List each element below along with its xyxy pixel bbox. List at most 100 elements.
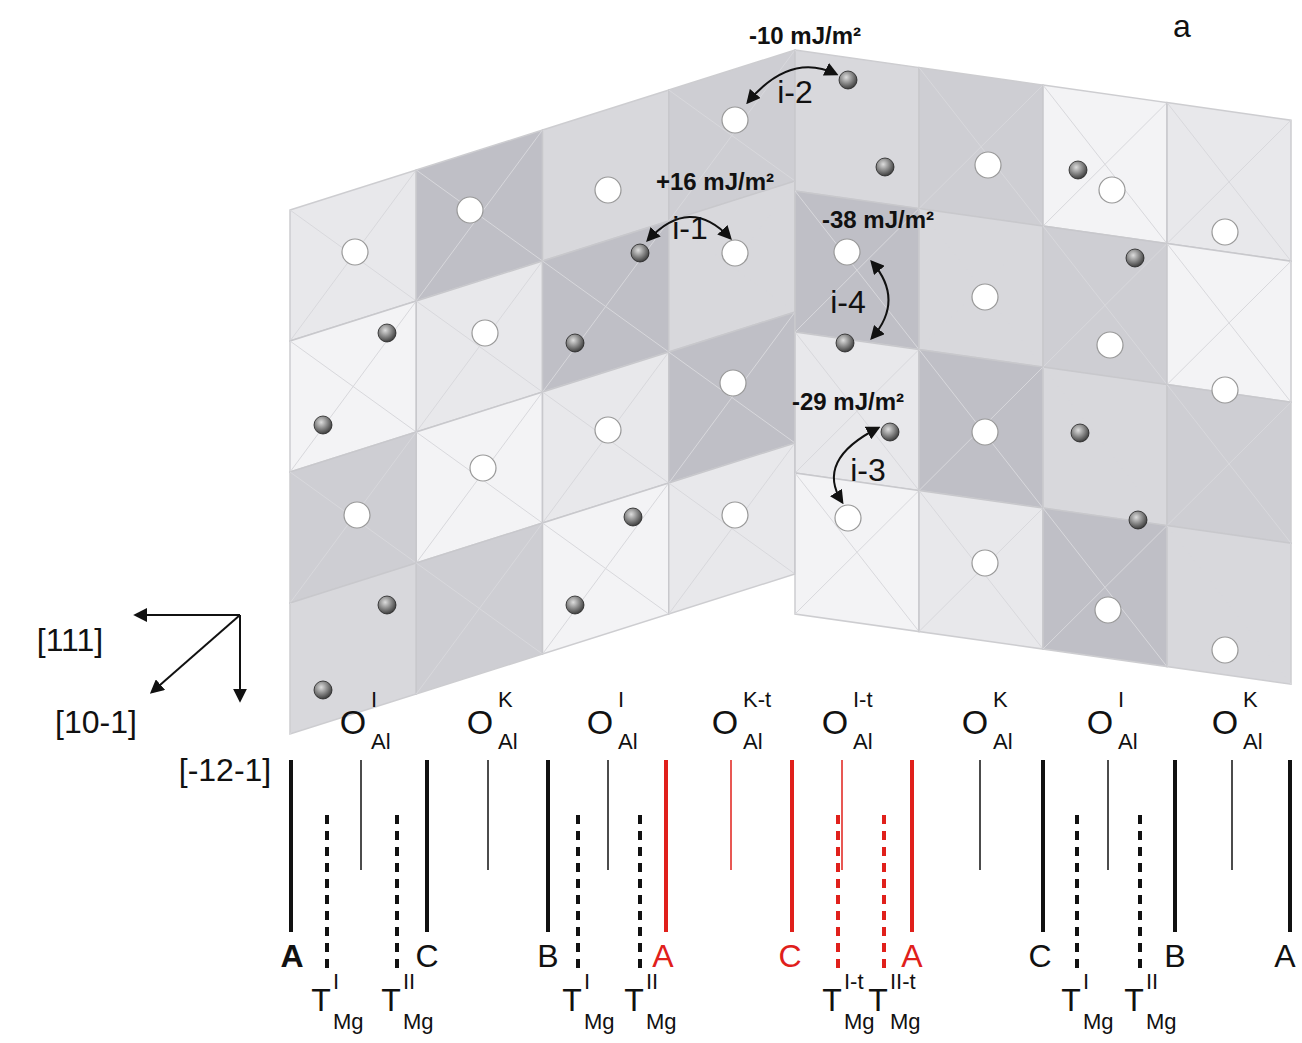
polyhedron-edge (669, 443, 795, 614)
polyhedron-edge (416, 170, 542, 261)
al-atom (595, 417, 621, 443)
polyhedron-edge (290, 472, 416, 563)
al-atom (722, 502, 748, 528)
site-superscript: II (403, 971, 415, 993)
polyhedron-edge (416, 523, 542, 694)
mg-atom (1129, 511, 1147, 529)
site-subscript: Al (1118, 731, 1138, 753)
octahedron (1167, 103, 1291, 262)
tetrahedral-layer (1138, 815, 1142, 970)
polyhedron-edge (795, 491, 919, 614)
energy-label: -29 mJ/m² (792, 390, 904, 414)
mg-atom (378, 596, 396, 614)
mg-atom (1126, 249, 1144, 267)
site-subscript: Al (498, 731, 518, 753)
polyhedron-edge (1167, 261, 1291, 384)
site-symbol: T (381, 984, 401, 1016)
tetrahedral-layer (1075, 815, 1079, 970)
octahedron (1043, 508, 1167, 667)
mg-atom (1071, 424, 1089, 442)
energy-label: -38 mJ/m² (822, 208, 934, 232)
polyhedron-edge (543, 483, 669, 654)
octahedron (1043, 367, 1167, 526)
octahedron (1043, 85, 1167, 244)
al-atom (720, 370, 746, 396)
polyhedron-edge (416, 432, 542, 523)
site-superscript: K (993, 689, 1008, 711)
site-superscript: I (1118, 689, 1124, 711)
polyhedron-edge (919, 367, 1043, 490)
layer-letter: C (1028, 940, 1051, 972)
al-atom (972, 419, 998, 445)
site-superscript: I (371, 689, 377, 711)
tetrahedral-layer (325, 815, 329, 970)
polyhedron-edge (919, 85, 1043, 208)
mg-atom (378, 324, 396, 342)
site-subscript: Mg (646, 1011, 677, 1033)
exchange-label: i-4 (830, 286, 866, 318)
site-symbol: O (1087, 705, 1113, 739)
polyhedron-edge (795, 68, 919, 191)
polyhedron-edge (919, 226, 1043, 349)
site-superscript: K-t (743, 689, 771, 711)
mg-atom (836, 334, 854, 352)
al-atom (1212, 377, 1238, 403)
octahedral-layer (730, 760, 732, 870)
site-symbol: T (822, 984, 842, 1016)
energy-label: +16 mJ/m² (656, 170, 774, 194)
site-superscript: II-t (890, 971, 916, 993)
octahedron (919, 491, 1043, 650)
mg-atom (1069, 161, 1087, 179)
octahedron (919, 350, 1043, 509)
layer-letter: C (778, 940, 801, 972)
panel-letter: a (1173, 10, 1191, 42)
al-atom (344, 502, 370, 528)
octahedron (1167, 385, 1291, 544)
layer-letter: A (652, 940, 673, 972)
anion-layer (664, 760, 668, 932)
polyhedron-edge (1167, 402, 1291, 525)
anion-layer (546, 760, 550, 932)
layer-letter: A (280, 940, 303, 972)
site-subscript: Al (618, 731, 638, 753)
site-symbol: O (822, 705, 848, 739)
octahedron (1167, 244, 1291, 403)
al-atom (1097, 332, 1123, 358)
mg-atom (624, 508, 642, 526)
polyhedron-edge (919, 209, 1043, 368)
anion-layer (1041, 760, 1045, 932)
polyhedron-edge (919, 350, 1043, 509)
mg-atom (839, 71, 857, 89)
site-subscript: Al (371, 731, 391, 753)
layer-letter: A (1274, 940, 1295, 972)
octahedron (669, 443, 795, 614)
al-atom (972, 550, 998, 576)
axis-label: [10-1] (55, 706, 137, 738)
anion-layer (289, 760, 293, 932)
polyhedron-edge (1167, 244, 1291, 403)
octahedron (795, 473, 919, 632)
site-symbol: T (1124, 984, 1144, 1016)
al-atom (835, 505, 861, 531)
exchange-label: i-1 (672, 212, 708, 244)
octahedron (416, 523, 542, 694)
layer-letter: B (1164, 940, 1185, 972)
al-atom (1099, 177, 1125, 203)
site-superscript: I-t (844, 971, 864, 993)
al-atom (1212, 219, 1238, 245)
al-atom (595, 177, 621, 203)
al-atom (1095, 597, 1121, 623)
site-subscript: Mg (333, 1011, 364, 1033)
polyhedron-edge (543, 392, 669, 483)
site-subscript: Al (993, 731, 1013, 753)
al-atom (1212, 637, 1238, 663)
tetrahedral-layer (576, 815, 580, 970)
polyhedron-edge (919, 491, 1043, 650)
octahedron (919, 68, 1043, 227)
polyhedron-edge (1167, 385, 1291, 544)
site-superscript: K (1243, 689, 1258, 711)
anion-layer (425, 760, 429, 932)
site-symbol: T (868, 984, 888, 1016)
al-atom (722, 240, 748, 266)
site-subscript: Mg (890, 1011, 921, 1033)
